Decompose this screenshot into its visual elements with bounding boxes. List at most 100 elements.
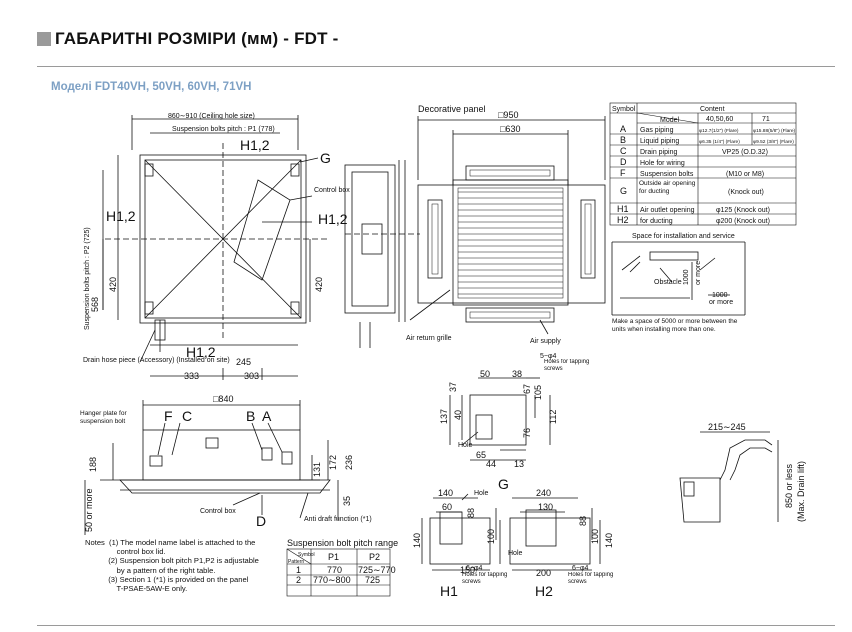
g-dim-13: 13 [514,459,524,469]
h12-bottom-label: H1,2 [186,344,216,360]
service-space [611,241,746,316]
h1-6phi4: 6−φ4 [466,565,483,572]
h2-detail-label: H2 [535,583,553,599]
h1-holes-box: Holes for tapping screws [462,572,508,585]
service-note-box: Make a space of 5000 or more between the… [612,318,737,333]
g-dim-67: 67 [522,384,532,394]
pitch-row1-pattern: 1 [296,565,301,575]
g-holes-box: Holes for tapping screws [544,359,590,372]
hanger-label-box: Hanger plate for suspension bolt [80,410,127,425]
h1-detail [421,493,501,571]
anti-draft-label: Anti draft function (*1) [304,516,372,523]
g-dim-105: 105 [533,385,543,400]
pitch-h-pattern: Pattern [288,559,304,565]
table-row-h1-v1: φ125 (Knock out) [716,207,770,214]
dim-420-left: 420 [108,277,118,292]
table-row-a-symbol: A [620,124,626,134]
decorative-panel-label: Decorative panel [418,104,486,114]
service-dim-1000-b: 1000 [712,292,728,299]
table-row-a-v2: φ15.88(5/8") (Flare) [753,128,796,134]
pitch-row1-p1: 770 [327,565,342,575]
note-line-1: Notes (1) The model name label is attach… [85,538,256,547]
service-dim-1000-a: 1000 [683,269,690,285]
h2-holes-box: Holes for tapping screws [568,572,613,585]
top-view [102,115,330,380]
g-hole-label: Hole [458,442,473,449]
service-title: Space for installation and service [632,233,735,240]
table-row-a-item: Gas piping [640,127,674,134]
h2-dim-200: 200 [536,568,551,578]
h2-hole-label: Hole [508,550,523,557]
h1-detail-label: H1 [440,583,458,599]
drain-dim-215: 215∼245 [708,422,746,432]
dim-420-right: 420 [314,277,324,292]
page-title-block: ГАБАРИТНІ РОЗМІРИ (мм) - FDT - [37,28,339,50]
h2-6phi4: 6−φ4 [572,565,589,572]
page-title: ГАБАРИТНІ РОЗМІРИ (мм) - FDT - [55,29,339,48]
pitch-row2-pattern: 2 [296,575,301,585]
side-dim-35: 35 [342,496,352,506]
table-row-c-v1: VP25 (O.D.32) [722,149,768,156]
h1-dim-140: 140 [438,488,453,498]
dim-333: 333 [184,371,199,381]
pitch-title: Suspension bolt pitch range [287,538,398,548]
g-5phi4: 5−φ4 [540,353,557,360]
table-row-f-symbol: F [620,168,626,178]
h2-detail [509,497,601,571]
note-line-6: T-PSAE-5AW-E only. [85,584,188,594]
h1-hole-label: Hole [474,490,489,497]
table-row-f-v1: (M10 or M8) [726,171,764,178]
h2-dim-140v: 140 [604,533,614,548]
air-return-label: Air return grille [406,335,452,342]
table-row-b-item: Liquid piping [640,138,679,145]
side-dim-188: 188 [88,457,98,472]
hanger-label: Hanger plate for suspension bolt [80,410,127,425]
pitch-h-p1: P1 [328,552,339,562]
pitch-h-p2: P2 [369,552,380,562]
g-dim-40: 40 [453,410,463,420]
drain-hose-label: Drain hose piece (Accessory) (Installed … [83,357,230,364]
table-row-f-item: Suspension bolts [640,171,694,178]
notes: Notes (1) The model name label is attach… [85,538,259,593]
side-d-label: D [256,513,266,529]
g-dim-44: 44 [486,459,496,469]
front-view [409,116,606,335]
note-line-4: by a pattern of the right table. [85,565,216,575]
h12-left-label: H1,2 [106,208,136,224]
side-control-box-label: Control box [200,508,236,515]
table-header-m2: 71 [762,116,770,123]
table-row-b-v1: φ6.35 (1/4") (Flare) [699,139,740,145]
h12-right-label: H1,2 [318,211,348,227]
table-header-m1: 40,50,60 [706,116,733,123]
g-label-top: G [320,150,331,166]
pitch-row1-p2: 725∼770 [358,565,396,575]
service-or-more-a: or more [695,261,702,285]
table-row-g-symbol: G [620,186,627,196]
g-dim-137: 137 [439,409,449,424]
h1-holes-label: Holes for tapping screws [462,572,508,585]
top-rule [37,66,835,67]
g-holes-label: Holes for tapping screws [544,359,590,372]
table-row-h2-v1: φ200 (Knock out) [716,218,770,225]
bolts-pitch-dim: Suspension bolts pitch : P1 (778) [172,126,275,133]
h2-dim-130: 130 [538,502,553,512]
h1-dim-88: 88 [466,508,476,518]
table-header-model: Model [660,117,680,124]
h1-dim-150: 150 [460,565,475,575]
table-row-b-v2: φ9.52 (3/8") (Flare) [753,139,794,145]
side-dim-840: □840 [213,394,233,404]
drain-lift [679,431,779,523]
g-dim-112: 112 [548,410,558,424]
drain-max-lift: (Max. Drain lift) [796,461,806,522]
h2-dim-88: 88 [578,516,588,526]
vertical-pitch-dim: Suspension bolts pitch : P2 (725) [84,227,91,330]
h12-top-label: H1,2 [240,137,270,153]
h2-dim-240: 240 [536,488,551,498]
note-line-3: (2) Suspension bolt pitch P1,P2 is adjus… [85,556,259,566]
service-or-more-b: or more [709,299,733,306]
table-row-d-symbol: D [620,157,627,167]
h1-dim-60: 60 [442,502,452,512]
table-row-c-item: Drain piping [640,149,677,156]
table-row-h1-item: Air outlet opening [640,207,695,214]
air-supply-label: Air supply [530,338,561,345]
